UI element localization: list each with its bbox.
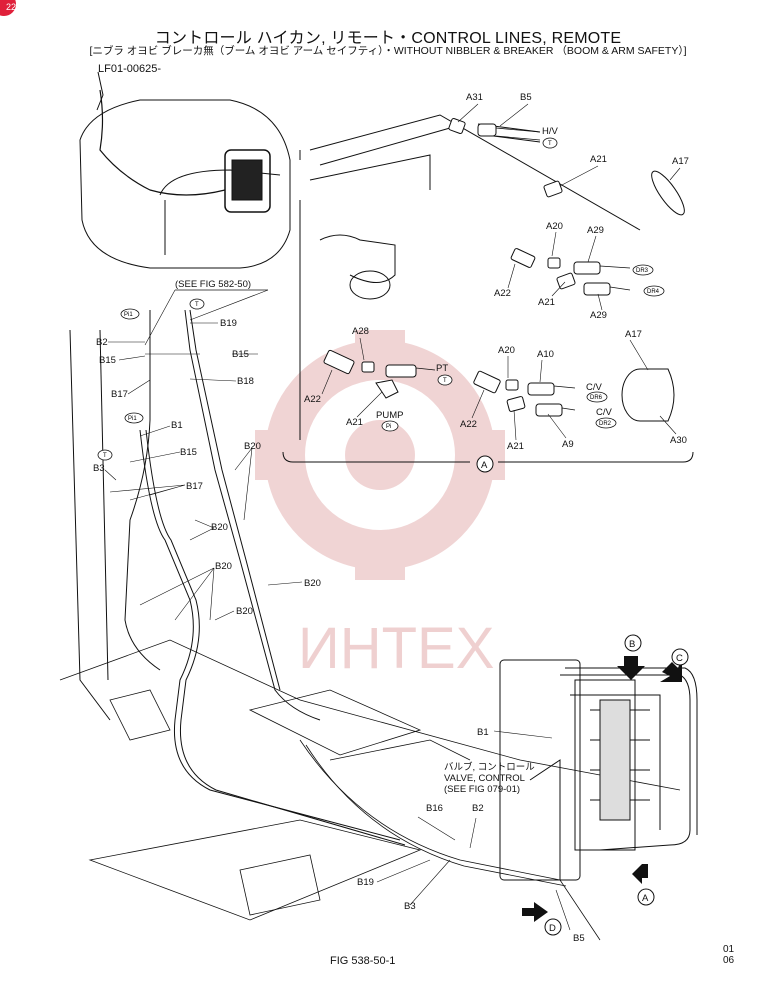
corner-badge: 22 — [0, 0, 16, 16]
label-a28: A28 — [352, 326, 369, 337]
port-tag-dr6: DR6 — [590, 395, 603, 401]
port-tag-t-c: T — [443, 378, 447, 384]
callout-d: D — [549, 923, 556, 934]
port-name-pt: PT — [436, 363, 448, 374]
label-b5-top: B5 — [520, 92, 532, 103]
watermark-logo — [255, 330, 505, 580]
port-tag-pi1-b: Pi1 — [128, 416, 137, 422]
port-tag-dr2: DR2 — [599, 421, 612, 427]
machine-overview — [79, 71, 291, 269]
label-a21-c: A21 — [346, 417, 363, 428]
port-tag-ovals — [97, 137, 665, 461]
port-tag-t-d: T — [548, 141, 552, 147]
reference-valve-jp: バルブ, コントロール — [444, 761, 535, 773]
port-tag-dr3: DR3 — [636, 268, 649, 274]
label-b2-b: B2 — [472, 803, 484, 814]
label-b17-b: B17 — [186, 481, 203, 492]
label-a22-b: A22 — [304, 394, 321, 405]
label-b20-a: B20 — [244, 441, 261, 452]
callout-circles — [476, 455, 689, 936]
label-a21-a: A21 — [590, 154, 607, 165]
label-a20-a: A20 — [546, 221, 563, 232]
port-tag-t-a: T — [195, 302, 199, 308]
label-b20-d: B20 — [304, 578, 321, 589]
boom-hoses — [69, 289, 406, 846]
callout-b: B — [629, 639, 635, 650]
port-tag-t-b: T — [103, 453, 107, 459]
label-a17-b: A17 — [625, 329, 642, 340]
label-b3-b: B3 — [404, 901, 416, 912]
revision-line-2: 06 — [723, 955, 735, 966]
port-tag-dr4: DR4 — [647, 289, 660, 295]
label-a30: A30 — [670, 435, 687, 446]
revision-line-1: 01 — [723, 944, 735, 955]
label-b17-a: B17 — [111, 389, 128, 400]
label-a29-b: A29 — [590, 310, 607, 321]
port-name-hv: H/V — [542, 126, 559, 137]
callout-arrows — [522, 656, 682, 922]
figure-number: FIG 538-50-1 — [330, 955, 396, 967]
label-b20-c: B20 — [215, 561, 232, 572]
label-b15-c: B15 — [180, 447, 197, 458]
label-b20-e: B20 — [236, 606, 253, 617]
label-a10: A10 — [537, 349, 554, 360]
label-b1-a: B1 — [171, 420, 183, 431]
detail-a-frame — [282, 114, 694, 463]
label-a21-b: A21 — [538, 297, 555, 308]
hose-lines-detail — [415, 127, 631, 411]
leader-lines — [104, 103, 681, 931]
label-a31: A31 — [466, 92, 483, 103]
label-b15-a: B15 — [99, 355, 116, 366]
label-a20-b: A20 — [498, 345, 515, 356]
callout-a-main: A — [481, 460, 488, 471]
port-tags: Pi1 T Pi1 T DR3 DR4 DR6 DR2 Pi T T — [103, 141, 660, 459]
page-subtitle: [ニブラ オヨビ ブレーカ無（ブーム オヨビ アーム セイフティ）・WITHOU… — [89, 45, 687, 57]
revision-code: 01 06 — [723, 944, 734, 966]
label-b19-a: B19 — [220, 318, 237, 329]
label-b5-bottom: B5 — [573, 933, 585, 944]
reference-fig-582: (SEE FIG 582-50) — [175, 279, 251, 290]
control-valve — [499, 659, 698, 881]
callout-a-valve: A — [642, 893, 649, 904]
label-b16: B16 — [426, 803, 443, 814]
page-title: コントロール ハイカン, リモート・CONTROL LINES, REMOTE — [154, 30, 622, 47]
label-a22-a: A22 — [494, 288, 511, 299]
reference-valve-en: VALVE, CONTROL — [444, 773, 525, 784]
label-b18: B18 — [237, 376, 254, 387]
reference-fig-079: (SEE FIG 079-01) — [444, 784, 520, 795]
part-labels: A31 B5 A21 A17 A20 A29 A22 A21 A29 A28 A… — [93, 92, 689, 944]
label-b15-b: B15 — [232, 349, 249, 360]
label-b19-b: B19 — [357, 877, 374, 888]
label-a21-d: A21 — [507, 441, 524, 452]
label-b20-b: B20 — [211, 522, 228, 533]
label-b2-a: B2 — [96, 337, 108, 348]
watermark-text: ИНТЕХ — [298, 616, 494, 681]
label-a22-c: A22 — [460, 419, 477, 430]
fittings-group — [323, 118, 685, 422]
port-name-cv-a: C/V — [586, 382, 603, 393]
label-b1-b: B1 — [477, 727, 489, 738]
label-b3-a: B3 — [93, 463, 105, 474]
label-a9: A9 — [562, 439, 574, 450]
label-a17-a: A17 — [672, 156, 689, 167]
callout-c: C — [676, 653, 683, 664]
port-tag-pi1-a: Pi1 — [124, 312, 133, 318]
label-a29-a: A29 — [587, 225, 604, 236]
base-frame — [59, 639, 681, 941]
page-code: LF01-00625- — [98, 63, 161, 75]
port-name-pump: PUMP — [376, 410, 403, 421]
port-name-cv-b: C/V — [596, 407, 613, 418]
port-tag-pi: Pi — [386, 424, 391, 430]
